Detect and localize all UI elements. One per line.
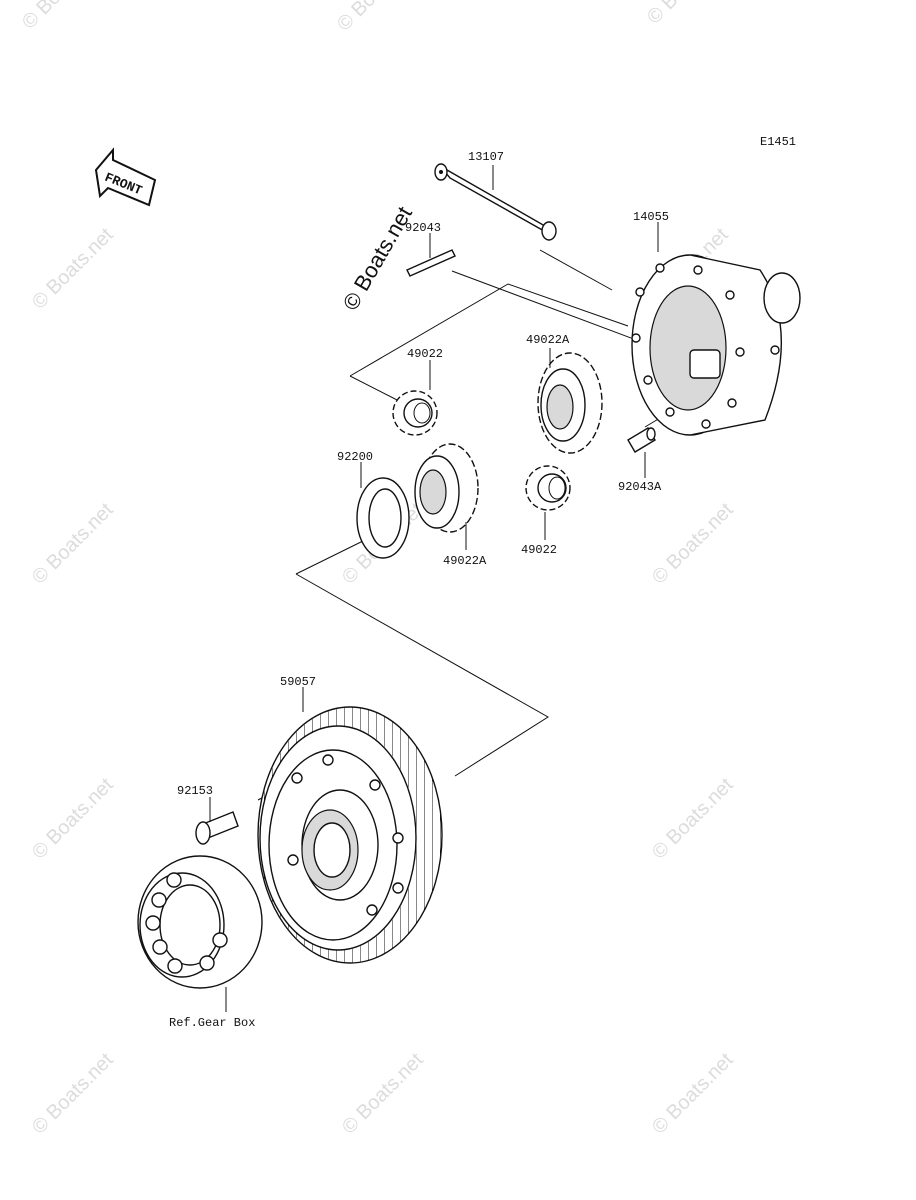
part-bearing: Ref.Gear Box (137, 855, 263, 1030)
label-59057: 59057 (280, 675, 316, 689)
watermark: © Boats.net (648, 499, 738, 589)
label-92200: 92200 (337, 450, 373, 464)
part-13107-shaft: 13107 (434, 150, 557, 241)
label-92043: 92043 (405, 221, 441, 235)
part-92153-bolt: 92153 (177, 784, 239, 845)
watermark: © Boats.net (28, 1049, 118, 1139)
part-49022A-bottom-gear: 49022A (414, 443, 487, 568)
part-92043-pin: 92043 (405, 221, 456, 277)
label-14055: 14055 (633, 210, 669, 224)
label-92043A: 92043A (618, 480, 662, 494)
part-49022-top-gear: 49022 (392, 347, 443, 436)
label-49022-top: 49022 (407, 347, 443, 361)
watermark: © Boats.net (643, 0, 733, 29)
watermark: © Boats.net (648, 774, 738, 864)
part-49022-bottom-gear: 49022 (521, 465, 571, 557)
leader-lines (257, 249, 671, 801)
label-92153: 92153 (177, 784, 213, 798)
front-arrow-icon: FRONT (94, 147, 157, 207)
watermark: © Boats.net (28, 774, 118, 864)
part-59057-ring-gear: 59057 (257, 675, 443, 964)
label-49022A-bottom: 49022A (443, 554, 487, 568)
label-49022-bottom: 49022 (521, 543, 557, 557)
watermark: © Boats.net (333, 0, 423, 36)
watermark-main: © Boats.net (338, 202, 417, 314)
part-92200-washer: 92200 (337, 450, 410, 559)
watermark: © Boats.net (18, 0, 108, 34)
diagram-code: E1451 (760, 135, 796, 149)
watermark: © Boats.net (28, 499, 118, 589)
watermark: © Boats.net (338, 1049, 428, 1139)
part-92043A-dowel: 92043A (618, 427, 662, 494)
part-14055-case: 14055 (631, 210, 801, 436)
label-13107: 13107 (468, 150, 504, 164)
part-49022A-top-gear: 49022A (526, 333, 603, 454)
label-ref-gear-box: Ref.Gear Box (169, 1016, 255, 1030)
label-49022A-top: 49022A (526, 333, 570, 347)
watermark: © Boats.net (28, 224, 118, 314)
watermark: © Boats.net (648, 1049, 738, 1139)
